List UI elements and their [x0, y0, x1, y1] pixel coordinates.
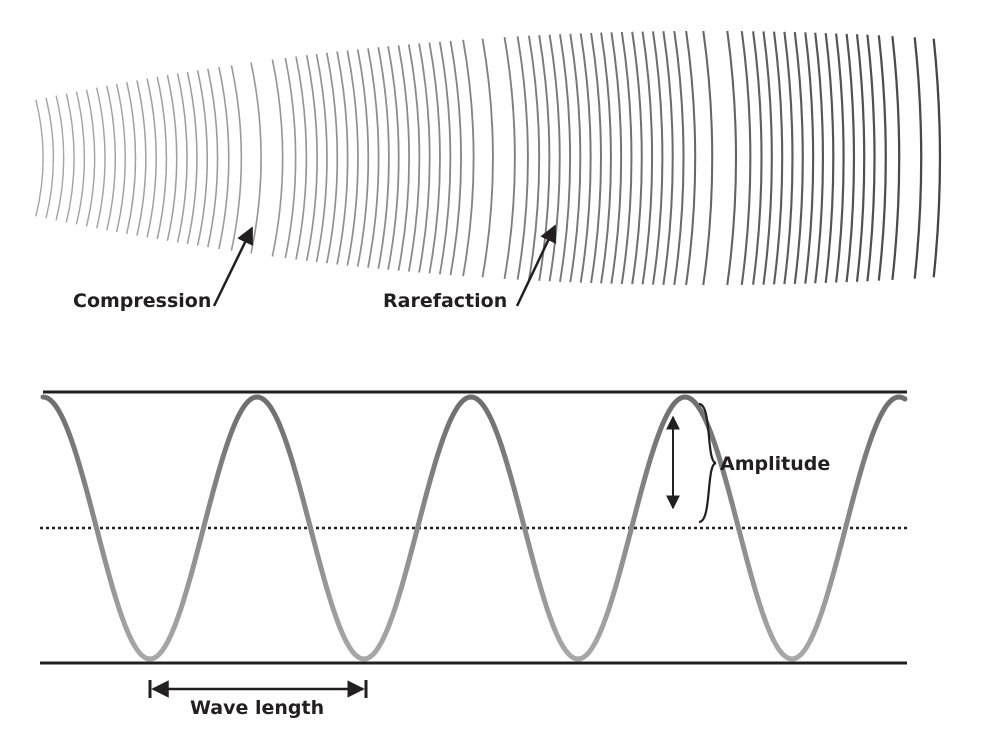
wavefront-arc: [176, 73, 188, 243]
wavefront-arc: [641, 31, 653, 285]
wavefront-arc: [752, 31, 763, 285]
wavefront-arc: [295, 56, 308, 260]
wavefront-arc: [196, 70, 208, 246]
wavefront-arc: [356, 49, 370, 267]
wavefront-arc: [569, 33, 582, 283]
wavefront-arc: [367, 48, 380, 268]
sound-wavefronts: [35, 30, 942, 286]
wavefront-arc: [106, 85, 116, 231]
wavefront-arc: [207, 68, 219, 248]
wavefront-arc: [610, 32, 622, 284]
wavefront-arc: [814, 32, 824, 284]
wavefront-arc: [652, 31, 664, 285]
wavefront-arc: [913, 37, 923, 279]
wavefront-arc: [685, 30, 697, 286]
wavefront-arc: [548, 34, 561, 282]
wavefront-arc: [325, 52, 338, 264]
wavefront-arc: [804, 32, 815, 284]
wavefront-arc: [230, 65, 242, 251]
wavefront-arc: [845, 33, 856, 283]
wavefront-arc: [250, 62, 262, 254]
wavefront-arc: [481, 38, 494, 278]
wavefront-arc: [449, 40, 462, 276]
amplitude-brace: [698, 402, 717, 524]
sine-wave: [40, 394, 908, 662]
wavefront-arc: [631, 31, 643, 285]
wavefront-arc: [166, 75, 178, 241]
wavefront-arc: [783, 31, 794, 285]
compression-arrow: [212, 226, 254, 307]
wavefront-arc: [877, 35, 887, 281]
wavefront-arc: [891, 35, 901, 281]
wavefront-arc: [397, 45, 410, 271]
wavefront-arc: [156, 76, 167, 240]
wavefront-arc: [793, 31, 804, 285]
wavefront-arc: [85, 89, 96, 227]
wavefront-arc: [284, 57, 297, 259]
wavelength-label: Wave length: [190, 697, 324, 719]
wavefront-arc: [600, 32, 612, 284]
wavefront-arc: [503, 36, 516, 280]
wavefront-arc: [516, 36, 529, 280]
wavefront-arc: [620, 31, 633, 285]
wavefront-arc: [835, 33, 845, 283]
wavefront-arc: [579, 33, 592, 283]
wavefront-arc: [462, 39, 475, 277]
wavefront-arc: [315, 53, 328, 263]
amplitude-label: Amplitude: [720, 453, 830, 475]
wavefront-arc: [527, 35, 540, 281]
wavefront-arc: [75, 91, 85, 225]
wavefront-arc: [662, 31, 674, 285]
wavefront-arc: [740, 30, 752, 286]
wavefront-arc: [35, 99, 44, 217]
wavefront-arc: [115, 83, 126, 233]
wavefront-arc: [538, 35, 551, 281]
wavefront-arc: [65, 93, 75, 223]
wavefront-arc: [55, 95, 65, 221]
wavefront-arc: [136, 80, 147, 236]
wavefront-arc: [387, 46, 400, 270]
wavefront-arc: [559, 34, 571, 282]
wavefront-arc: [271, 59, 284, 257]
wavefront-arc: [346, 50, 359, 266]
wavefront-arc: [305, 55, 318, 261]
wavefront-arc: [772, 31, 784, 285]
wavefront-arc: [45, 97, 54, 219]
rarefaction-arrow: [515, 224, 557, 307]
wavefront-arc: [428, 42, 441, 274]
wavefront-arc: [855, 34, 866, 282]
wavefront-arc: [726, 30, 738, 286]
wavefront-arc: [377, 47, 390, 269]
wavefront-arc: [702, 30, 714, 286]
wavefront-arc: [407, 44, 421, 272]
wavefront-arc: [95, 87, 106, 229]
wavefront-arc: [186, 71, 198, 245]
wavefront-arc: [125, 82, 137, 234]
wavefront-arc: [418, 43, 431, 273]
wavefront-arc: [824, 32, 835, 284]
wavefront-arc: [590, 32, 602, 284]
wavefront-arc: [218, 66, 230, 250]
wavefront-arc: [146, 78, 157, 238]
wavefront-arc: [438, 41, 452, 275]
rarefaction-label: Rarefaction: [383, 290, 507, 312]
wavefront-arc: [673, 30, 685, 286]
wavefront-arc: [336, 51, 349, 265]
wavefront-arc: [866, 34, 876, 282]
compression-label: Compression: [73, 290, 211, 312]
wavefront-arc: [762, 31, 773, 285]
wavefront-arc: [932, 38, 942, 278]
